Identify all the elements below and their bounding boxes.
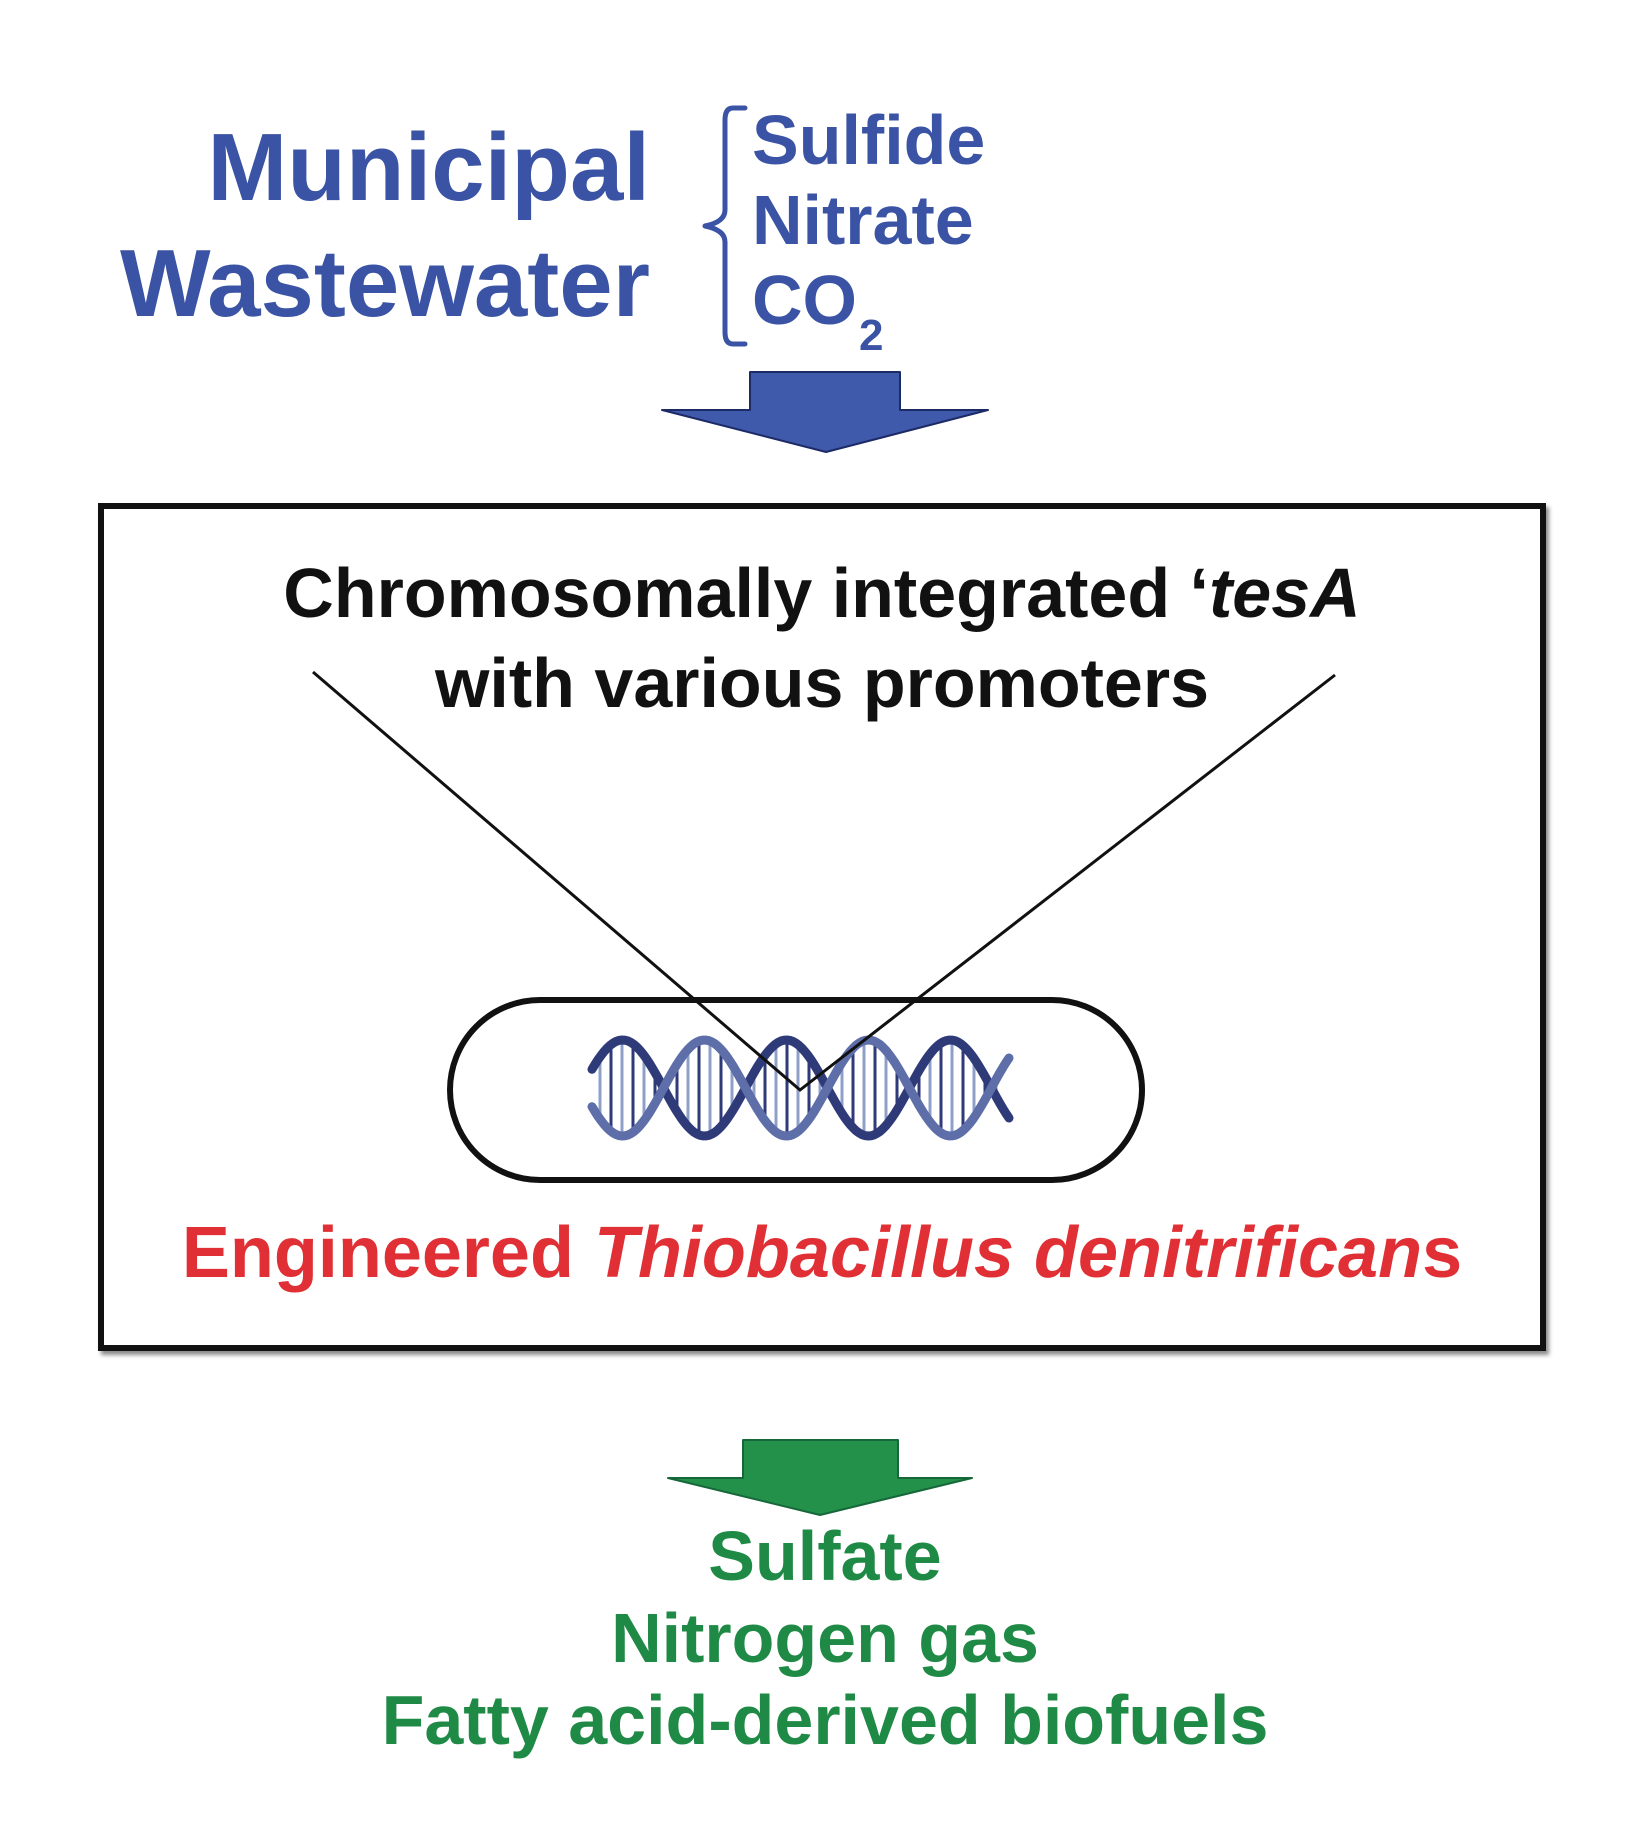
gene-name: tesA <box>1209 554 1361 632</box>
input-item-co2-text: CO <box>752 261 857 339</box>
source-title-line1: Municipal <box>207 114 650 221</box>
gene-label-prefix: Chromosomally integrated ‘ <box>283 554 1209 632</box>
input-arrow <box>661 371 989 453</box>
outputs-list: Sulfate Nitrogen gas Fatty acid-derived … <box>0 1515 1650 1761</box>
gene-label: Chromosomally integrated ‘tesA with vari… <box>98 548 1546 728</box>
organism-label: Engineered Thiobacillus denitrificans <box>98 1208 1546 1298</box>
organism-species: Thiobacillus denitrifican <box>593 1213 1423 1293</box>
gene-label-line2: with various promoters <box>434 644 1210 722</box>
input-item-co2: CO2 <box>752 260 985 360</box>
input-item-nitrate: Nitrate <box>752 181 974 259</box>
organism-prefix: Engineered <box>181 1213 594 1293</box>
input-item-sulfide: Sulfide <box>752 101 986 179</box>
insertion-lines <box>312 670 1336 1092</box>
dna-helix-icon <box>587 1035 1014 1141</box>
bacterium-cell <box>447 997 1145 1183</box>
input-item-co2-subscript: 2 <box>859 311 884 360</box>
source-title: Municipal Wastewater <box>40 110 650 342</box>
output-arrow <box>667 1439 973 1516</box>
organism-suffix: s <box>1422 1213 1463 1293</box>
source-title-line2: Wastewater <box>120 230 650 337</box>
output-item-nitrogen-gas: Nitrogen gas <box>611 1599 1039 1677</box>
inputs-list: Sulfide Nitrate CO2 <box>752 100 986 360</box>
output-item-biofuels: Fatty acid-derived biofuels <box>381 1681 1269 1759</box>
process-box <box>98 503 1546 1351</box>
output-item-sulfate: Sulfate <box>708 1517 942 1595</box>
gene-label-line1: Chromosomally integrated ‘tesA <box>98 548 1546 638</box>
input-brace <box>702 105 748 347</box>
